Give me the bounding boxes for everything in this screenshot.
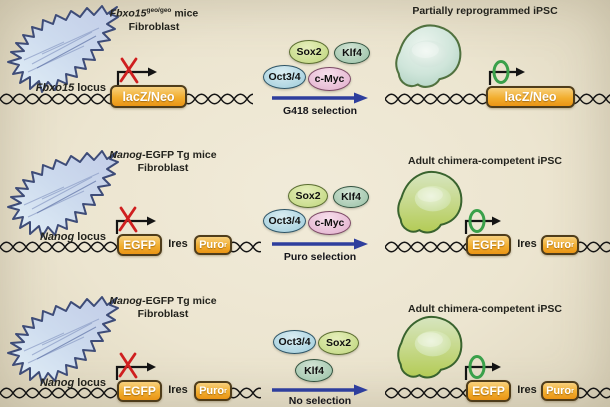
- reporter-box: lacZ/Neo: [486, 86, 575, 108]
- factor-oval-klf4: Klf4: [333, 186, 369, 208]
- dna-helix: [227, 387, 261, 399]
- cell-type-label: Fibroblast: [137, 308, 189, 320]
- green-ring-icon: [468, 209, 486, 233]
- reporter-box: EGFP: [117, 234, 162, 256]
- promoter-arrow-active-icon: [464, 355, 501, 380]
- factor-oval-klf4: Klf4: [334, 42, 370, 64]
- reporter-box: EGFP: [117, 380, 162, 402]
- ipsc-cell: [395, 24, 462, 88]
- factor-oval-sox2: Sox2: [289, 40, 329, 64]
- dna-helix: [574, 387, 610, 399]
- nucleus: [414, 185, 451, 212]
- factor-oval-cmyc: c-Myc: [308, 67, 351, 91]
- green-ring-icon: [468, 355, 486, 379]
- dna-helix: [385, 241, 467, 253]
- factor-oval-cmyc: c-Myc: [308, 211, 351, 235]
- factor-oval-oct34: Oct3/4: [263, 209, 306, 233]
- selection-arrow-icon: [272, 384, 368, 396]
- dna-helix: [574, 241, 610, 253]
- selection-label: No selection: [288, 395, 352, 407]
- reporter-box: EGFP: [466, 380, 511, 402]
- nucleus: [408, 40, 448, 68]
- ires-label: Ires: [168, 384, 188, 396]
- promoter-arrow-inactive-icon: [115, 206, 156, 234]
- source-cell-title: Nanog-EGFP Tg mice Fibroblast: [96, 149, 230, 175]
- factor-oval-oct34: Oct3/4: [263, 65, 306, 89]
- red-x-icon: [119, 57, 139, 84]
- cell-type-label: Fibroblast: [128, 20, 180, 33]
- dna-helix: [385, 387, 467, 399]
- factor-oval-sox2: Sox2: [318, 331, 359, 355]
- reporter-box: EGFP: [466, 234, 511, 256]
- ires-label: Ires: [517, 384, 537, 396]
- source-cell-title: Nanog-EGFP Tg mice Fibroblast: [96, 295, 230, 321]
- ipsc-cell: [397, 170, 463, 234]
- ipsc-cell: [397, 315, 463, 379]
- nucleus: [414, 330, 451, 357]
- result-cell-title: Adult chimera-competent iPSC: [407, 303, 563, 315]
- selection-arrow-icon: [272, 238, 368, 250]
- factor-oval-sox2: Sox2: [288, 184, 328, 208]
- factor-oval-klf4: Klf4: [295, 359, 333, 382]
- green-ring-icon: [492, 60, 510, 84]
- promoter-arrow-inactive-icon: [116, 57, 157, 85]
- locus-label: Nanog locus: [39, 231, 106, 243]
- red-x-icon: [118, 352, 138, 379]
- factor-oval-oct34: Oct3/4: [273, 330, 316, 354]
- ires-label: Ires: [517, 238, 537, 250]
- reporter-box: lacZ/Neo: [110, 85, 187, 108]
- selection-label: G418 selection: [282, 105, 358, 117]
- red-x-icon: [118, 206, 138, 233]
- source-cell-title: Fbxo15geo/geo mice Fibroblast: [92, 4, 216, 34]
- dna-helix: [227, 241, 261, 253]
- ires-label: Ires: [168, 238, 188, 250]
- selection-label: Puro selection: [283, 251, 357, 263]
- result-cell-title: Partially reprogrammed iPSC: [412, 5, 558, 17]
- selection-arrow-icon: [272, 92, 368, 104]
- promoter-arrow-inactive-icon: [115, 352, 156, 380]
- locus-label: Fbxo15 locus: [35, 82, 106, 94]
- result-cell-title: Adult chimera-competent iPSC: [407, 155, 563, 167]
- promoter-arrow-active-icon: [488, 60, 525, 85]
- promoter-arrow-active-icon: [464, 209, 501, 234]
- locus-label: Nanog locus: [39, 377, 106, 389]
- cell-type-label: Fibroblast: [137, 162, 189, 174]
